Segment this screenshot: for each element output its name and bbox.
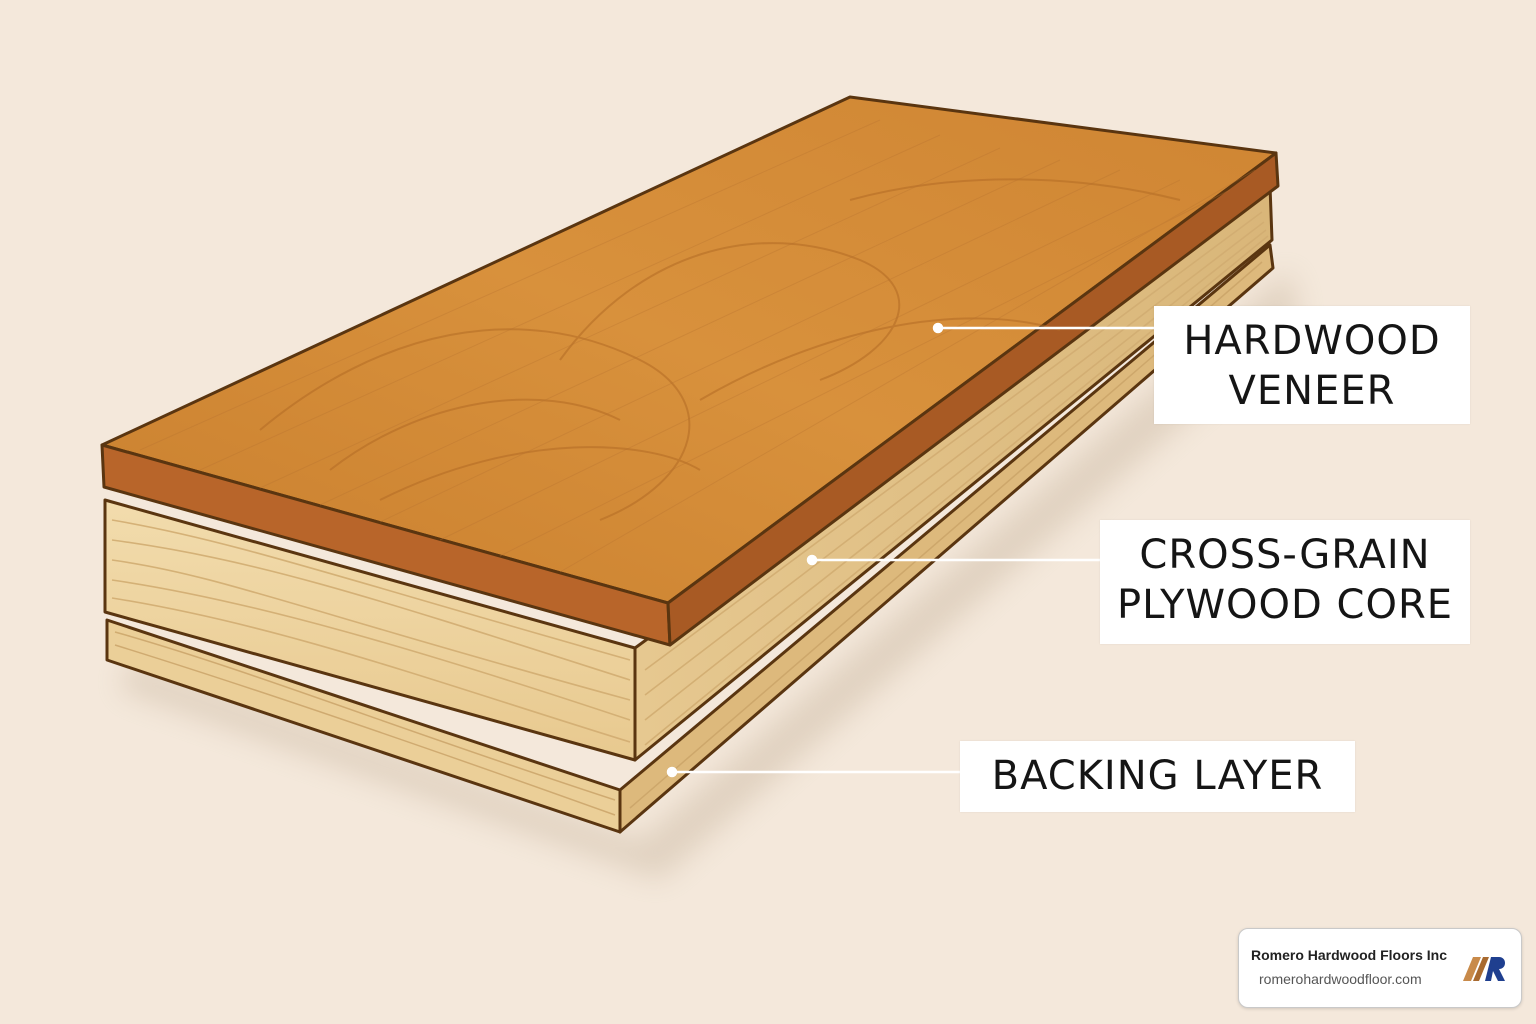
hardwood-veneer-label: HARDWOOD VENEER bbox=[1154, 306, 1470, 424]
plywood-core-label: CROSS-GRAIN PLYWOOD CORE bbox=[1100, 520, 1470, 644]
plywood-core-label-line2: PLYWOOD CORE bbox=[1116, 582, 1454, 628]
veneer-leader-dot bbox=[932, 322, 944, 334]
plywood-core-label-line1: CROSS-GRAIN bbox=[1139, 532, 1431, 578]
company-badge[interactable]: Romero Hardwood Floors Inc romerohardwoo… bbox=[1238, 928, 1522, 1008]
hardwood-veneer-label-line2: VENEER bbox=[1228, 368, 1396, 414]
core-leader-dot bbox=[806, 554, 818, 566]
romero-r-logo-icon bbox=[1463, 957, 1505, 981]
company-name: Romero Hardwood Floors Inc bbox=[1251, 947, 1448, 963]
backing-layer-label: BACKING LAYER bbox=[960, 741, 1355, 812]
hardwood-veneer-label-line1: HARDWOOD bbox=[1183, 318, 1441, 364]
leader-lines bbox=[666, 322, 1154, 778]
backing-layer bbox=[105, 243, 1275, 834]
company-url[interactable]: romerohardwoodfloor.com bbox=[1259, 971, 1422, 987]
backing-leader-dot bbox=[666, 766, 678, 778]
hardwood-veneer-layer bbox=[100, 95, 1280, 647]
